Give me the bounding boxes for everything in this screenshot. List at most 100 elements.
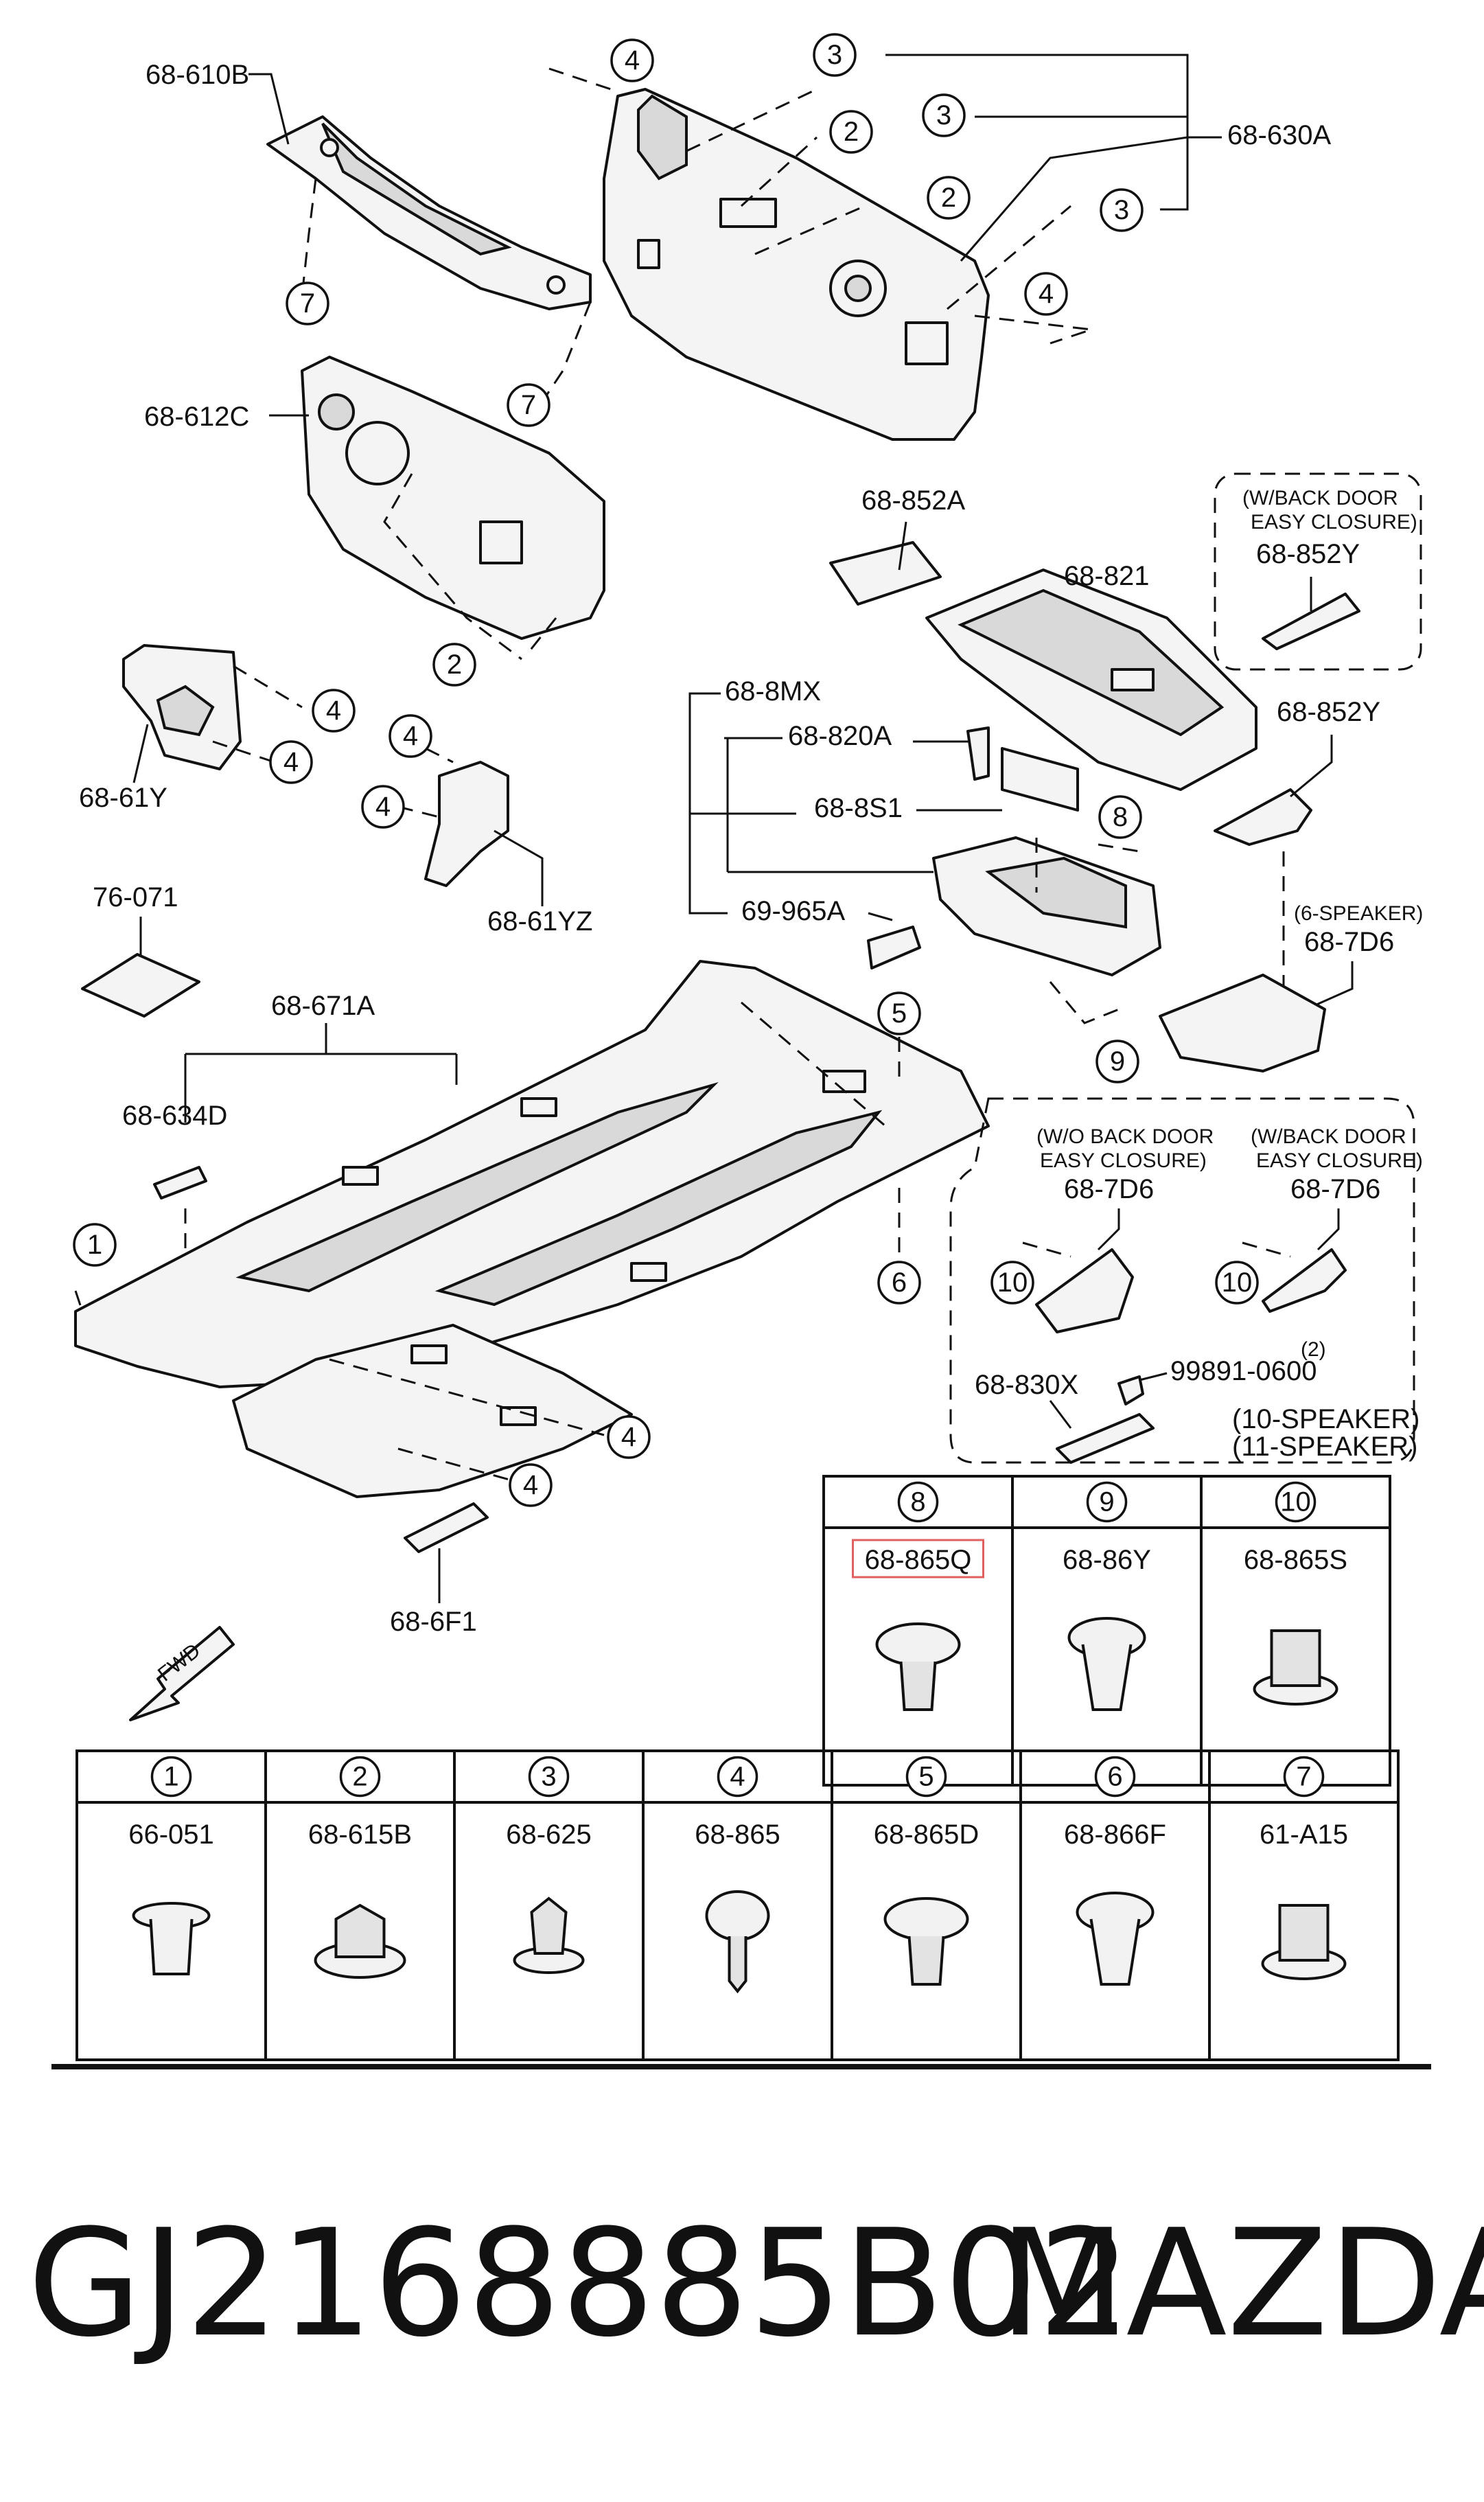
callout-4-b: 4 [1024, 272, 1068, 316]
fastener-cell-8: 868-865Q [852, 1481, 984, 1711]
label-qty-2: (2) [1301, 1338, 1326, 1361]
svg-text:7: 7 [300, 288, 315, 319]
fastener-cell-7: 761-A15 [1260, 1756, 1348, 1980]
part-68-6F1-drawing [404, 1502, 489, 1553]
part-68-852A-drawing [829, 541, 942, 606]
option-box-back-door-7D6 [949, 1097, 1415, 1464]
fastener-number-4: 4 [730, 1762, 745, 1792]
fastener-number-1: 1 [163, 1762, 178, 1792]
part-storage-tray-drawing [932, 836, 1161, 976]
fastener-number-10: 10 [1280, 1487, 1311, 1517]
svg-text:3: 3 [827, 40, 842, 70]
callout-10-b: 10 [1215, 1261, 1259, 1305]
fastener-cell-5: 568-865D [874, 1756, 979, 1986]
fastener-cell-4: 4 68-865 [695, 1756, 780, 1994]
fastener-icon-4 [705, 1890, 770, 1994]
svg-text:2: 2 [844, 117, 859, 147]
highlight-box [852, 1539, 984, 1579]
label-six-speaker: (6-SPEAKER) [1294, 902, 1423, 925]
callout-2-b: 2 [927, 176, 971, 220]
label-68-820A: 68-820A [788, 721, 892, 751]
fastener-part-3: 68-625 [506, 1820, 592, 1850]
svg-text:10: 10 [1222, 1267, 1253, 1298]
label-68-6F1: 68-6F1 [390, 1607, 477, 1637]
fastener-part-8: 68-865Q [865, 1545, 972, 1575]
fastener-icon-8 [875, 1622, 961, 1711]
label-68-8MX: 68-8MX [725, 676, 821, 707]
label-68-671A: 68-671A [271, 991, 375, 1021]
callout-6: 6 [877, 1261, 921, 1305]
fastener-part-1: 66-051 [128, 1820, 214, 1850]
fastener-part-9: 68-86Y [1063, 1545, 1151, 1575]
label-68-852A: 68-852A [861, 485, 966, 516]
callout-4-a: 4 [610, 38, 654, 82]
svg-text:2: 2 [447, 650, 462, 680]
callout-4-f: 4 [361, 785, 405, 829]
svg-text:4: 4 [625, 45, 640, 76]
fastener-part-4: 68-865 [695, 1820, 780, 1850]
label-68-7D6-a: 68-7D6 [1304, 927, 1394, 957]
svg-text:2: 2 [941, 183, 956, 213]
fastener-part-10: 68-865S [1244, 1545, 1347, 1575]
label-w-back-door-2: (W/BACK DOOR [1251, 1125, 1406, 1148]
label-68-610B: 68-610B [146, 60, 249, 90]
fastener-number-2: 2 [352, 1762, 367, 1792]
svg-text:3: 3 [936, 100, 951, 130]
label-68-630A: 68-630A [1227, 120, 1332, 150]
part-68-671A-drawing [74, 960, 990, 1388]
callout-5: 5 [877, 991, 921, 1035]
fastener-icon-2 [314, 1903, 406, 1979]
label-eleven-speaker: (11-SPEAKER) [1232, 1432, 1417, 1462]
svg-text:4: 4 [326, 696, 341, 726]
footer-brand: MAZDA [999, 2197, 1484, 2369]
part-68-7D6-a-drawing [1159, 974, 1326, 1072]
fastener-icon-6 [1076, 1892, 1155, 1986]
part-68-820A-drawing [966, 726, 990, 781]
footer: GJ2168885B02 MAZDA [0, 2197, 1484, 2369]
fastener-icon-5 [883, 1897, 969, 1986]
svg-text:4: 4 [1039, 279, 1054, 309]
svg-text:4: 4 [403, 721, 418, 751]
fastener-part-2: 68-615B [308, 1820, 412, 1850]
fastener-number-6: 6 [1107, 1762, 1122, 1792]
svg-text:4: 4 [375, 792, 391, 822]
svg-text:7: 7 [521, 390, 536, 420]
svg-text:10: 10 [997, 1267, 1028, 1298]
label-easy-closure-3: EASY CLOSURE) [1256, 1149, 1423, 1172]
part-68-7D6-b-drawing [1035, 1248, 1134, 1333]
label-68-852Y-a: 68-852Y [1256, 539, 1360, 569]
part-68-7D6-c-drawing [1262, 1248, 1347, 1313]
fastener-cell-10: 10 68-865S [1244, 1481, 1347, 1706]
fastener-number-7: 7 [1296, 1762, 1311, 1792]
fastener-cell-3: 3 68-625 [506, 1756, 592, 1974]
fastener-number-3: 3 [541, 1762, 556, 1792]
label-68-7D6-c: 68-7D6 [1290, 1174, 1380, 1204]
part-68-630A-drawing [603, 88, 990, 441]
label-68-7D6-b: 68-7D6 [1064, 1174, 1154, 1204]
svg-text:4: 4 [523, 1470, 538, 1500]
callout-4-c: 4 [312, 689, 356, 733]
label-easy-closure-1: EASY CLOSURE) [1251, 511, 1417, 533]
label-99891-0600: 99891-0600 [1170, 1356, 1317, 1386]
part-68-852Y-a-drawing [1262, 593, 1360, 650]
callout-7-b: 7 [507, 383, 550, 427]
part-99891-0600-drawing [1117, 1375, 1144, 1405]
part-68-852Y-b-drawing [1214, 788, 1312, 846]
part-69-965A-drawing [867, 926, 921, 969]
svg-text:4: 4 [283, 747, 299, 777]
callout-4-h: 4 [509, 1463, 553, 1507]
svg-text:5: 5 [892, 998, 907, 1029]
callout-3-c: 3 [1100, 188, 1144, 232]
callout-7-a: 7 [286, 282, 329, 325]
callout-8: 8 [1098, 795, 1142, 839]
option-box-w-back-door-852Y [1214, 472, 1422, 671]
label-68-612C: 68-612C [144, 402, 249, 432]
svg-text:4: 4 [621, 1422, 636, 1452]
callout-9: 9 [1095, 1040, 1139, 1083]
fastener-part-5: 68-865D [874, 1820, 979, 1850]
callout-3-a: 3 [813, 33, 857, 77]
fastener-cell-6: 668-866F [1064, 1756, 1166, 1986]
part-68-830X-drawing [1056, 1413, 1155, 1464]
part-68-634D-drawing [153, 1166, 207, 1200]
